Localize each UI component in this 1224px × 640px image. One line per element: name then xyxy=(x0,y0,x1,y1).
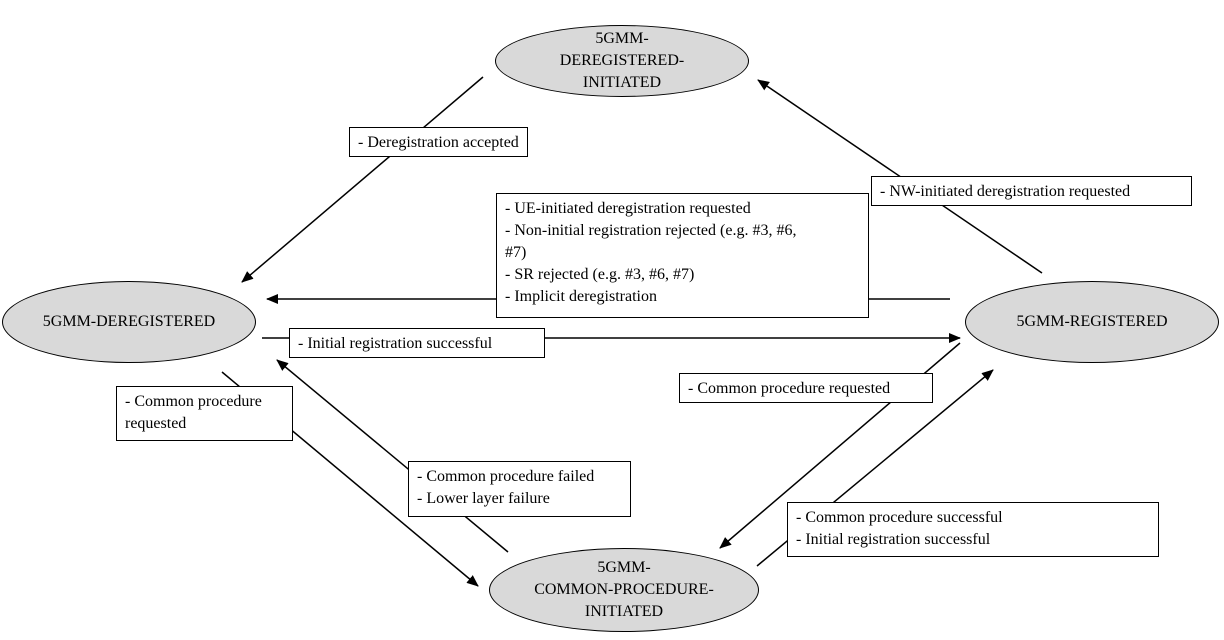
label-common-procedure-successful: - Common procedure successful - Initial … xyxy=(787,502,1159,557)
arrow-common-initiated-to-deregistered xyxy=(276,359,509,553)
label-common-procedure-failed: - Common procedure failed - Lower layer … xyxy=(408,461,631,517)
label-nw-initiated-deregistration: - NW-initiated deregistration requested xyxy=(871,176,1192,206)
label-to-deregistered-conditions: - UE-initiated deregistration requested … xyxy=(496,193,869,318)
label-deregistration-accepted: - Deregistration accepted xyxy=(349,127,528,157)
label-initial-registration-successful: - Initial registration successful xyxy=(289,328,545,358)
state-registered: 5GMM-REGISTERED xyxy=(965,281,1219,363)
state-deregistered: 5GMM-DEREGISTERED xyxy=(2,281,256,363)
state-deregistered-initiated: 5GMM- DEREGISTERED- INITIATED xyxy=(495,25,749,97)
label-common-procedure-requested-right: - Common procedure requested xyxy=(679,373,933,403)
arrow-dereg-initiated-to-deregistered xyxy=(241,76,484,283)
label-common-procedure-requested-left: - Common procedure requested xyxy=(116,386,293,441)
state-common-procedure-initiated: 5GMM- COMMON-PROCEDURE- INITIATED xyxy=(489,548,759,632)
